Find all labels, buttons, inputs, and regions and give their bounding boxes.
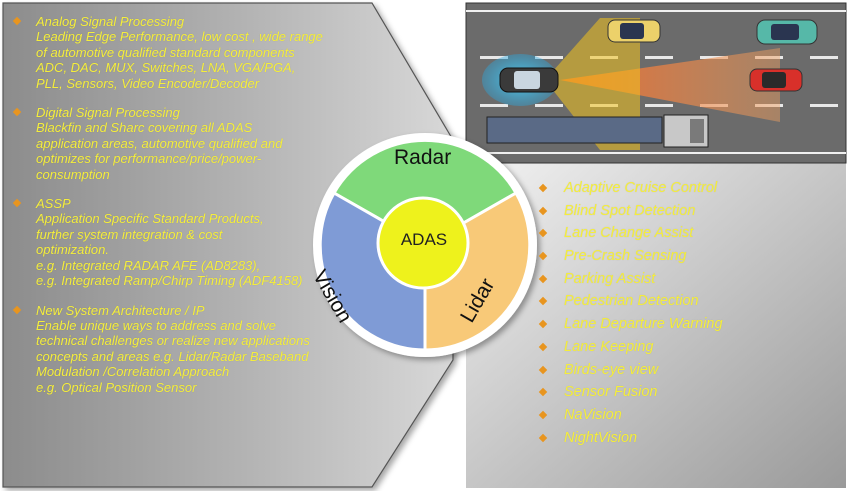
diamond-bullet-icon	[538, 229, 548, 238]
item-line: further system integration & cost	[36, 226, 223, 242]
item-title: New System Architecture / IP	[36, 302, 205, 318]
item-line: technical challenges or realize new appl…	[36, 333, 310, 349]
diamond-bullet-icon	[538, 342, 548, 352]
application-label: Blind Spot Detection	[564, 202, 696, 219]
list-item: Lane Departure Warning	[538, 314, 723, 337]
application-label: NaVision	[564, 406, 622, 423]
application-label: Lane Departure Warning	[564, 316, 723, 333]
left-panel-bg	[2, 2, 454, 488]
item-line: ADC, DAC, MUX, Switches, LNA, VGA/PGA,	[36, 60, 296, 76]
application-label: Sensor Fusion	[564, 384, 658, 401]
adas-center-label: ADAS	[400, 230, 448, 249]
list-item: Birds-eye view	[538, 360, 723, 383]
item-line: e.g. Integrated RADAR AFE (AD8283),	[36, 257, 261, 273]
item-line: Enable unique ways to address and solve	[36, 317, 276, 333]
diamond-bullet-icon	[12, 305, 22, 314]
item-line: Leading Edge Performance, low cost , wid…	[36, 29, 323, 45]
item-title: Analog Signal Processing	[36, 14, 185, 29]
item-title: Digital Signal Processing	[36, 105, 180, 121]
application-label: Adaptive Cruise Control	[564, 180, 718, 196]
diamond-bullet-icon	[538, 319, 548, 329]
adas-wheel	[313, 133, 537, 357]
diamond-bullet-icon	[538, 387, 548, 397]
item-line: consumption	[36, 166, 110, 182]
diamond-bullet-icon	[538, 297, 548, 306]
item-line: optimization.	[36, 242, 109, 258]
item-line: Modulation /Correlation Approach	[36, 364, 230, 380]
radar-label: Radar	[394, 146, 452, 169]
list-item-assp: ASSP Application Specific Standard Produ…	[12, 196, 394, 289]
left-capabilities-list: Analog Signal Processing Leading Edge Pe…	[12, 14, 394, 404]
application-label: Pre-Crash Sensing	[564, 248, 687, 265]
item-line: concepts and areas e.g. Lidar/Radar Base…	[36, 348, 309, 364]
diamond-bullet-icon	[12, 198, 22, 208]
item-title: ASSP	[36, 196, 71, 212]
list-item: Lane Change Assist	[538, 223, 723, 246]
diamond-bullet-icon	[12, 16, 22, 26]
list-item: Pre-Crash Sensing	[538, 246, 723, 269]
item-line: e.g. Optical Position Sensor	[36, 379, 197, 395]
list-item: Blind Spot Detection	[538, 201, 723, 224]
list-item: Parking Assist	[538, 269, 723, 292]
list-item: Lane Keeping	[538, 337, 723, 360]
item-line: Application Specific Standard Products,	[36, 211, 264, 227]
list-item-digital: Digital Signal Processing Blackfin and S…	[12, 105, 394, 182]
list-item-analog: Analog Signal Processing Leading Edge Pe…	[12, 14, 394, 91]
application-label: Parking Assist	[564, 270, 656, 287]
list-item: Pedestrian Detection	[538, 291, 723, 314]
diamond-bullet-icon	[12, 107, 22, 117]
list-item: Adaptive Cruise Control	[538, 178, 723, 201]
item-line: e.g. Integrated Ramp/Chirp Timing (ADF41…	[36, 273, 303, 289]
item-line: application areas, automotive qualified …	[36, 135, 283, 151]
application-label: Birds-eye view	[564, 361, 659, 378]
road-scene	[465, 2, 847, 164]
diamond-bullet-icon	[538, 365, 548, 374]
list-item: NightVision	[538, 428, 723, 451]
application-label: Lane Change Assist	[564, 225, 694, 242]
item-line: Blackfin and Sharc covering all ADAS	[36, 120, 253, 136]
application-label: Lane Keeping	[564, 338, 654, 355]
diamond-bullet-icon	[538, 274, 548, 283]
adas-applications-list: Adaptive Cruise Control Blind Spot Detec…	[538, 178, 723, 451]
diamond-bullet-icon	[538, 410, 548, 420]
item-line: optimizes for performance/price/power-	[36, 151, 262, 167]
item-line: PLL, Sensors, Video Encoder/Decoder	[36, 75, 260, 91]
adas-center	[376, 196, 470, 290]
list-item: Sensor Fusion	[538, 382, 723, 405]
list-item-new-architecture: New System Architecture / IP Enable uniq…	[12, 302, 394, 395]
application-label: Pedestrian Detection	[564, 293, 699, 310]
application-label: NightVision	[564, 429, 638, 446]
diamond-bullet-icon	[538, 251, 548, 261]
diamond-bullet-icon	[538, 433, 548, 442]
item-line: of automotive qualified standard compone…	[36, 44, 295, 60]
diamond-bullet-icon	[538, 183, 548, 193]
diamond-bullet-icon	[538, 206, 548, 215]
list-item: NaVision	[538, 405, 723, 428]
